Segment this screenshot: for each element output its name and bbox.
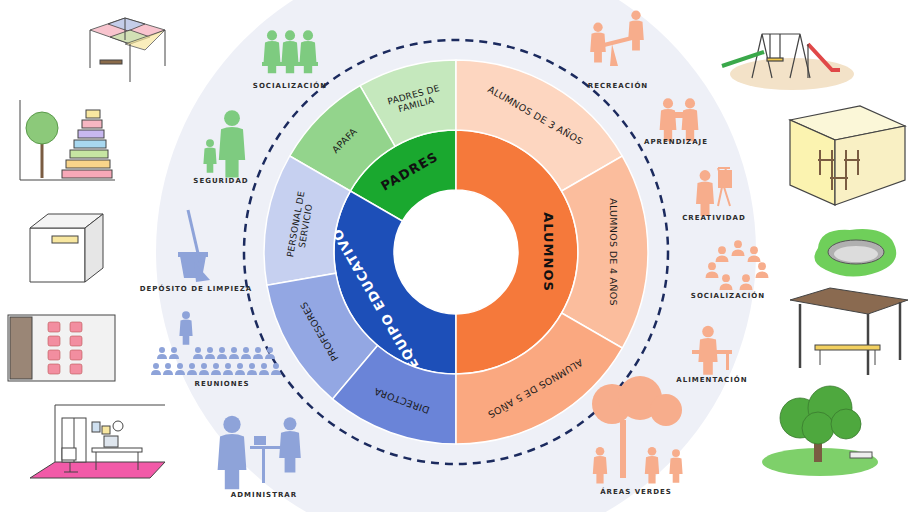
activity-label: REUNIONES bbox=[195, 380, 250, 388]
segment-fill bbox=[350, 130, 456, 221]
activity-label: APRENDIZAJE bbox=[644, 138, 708, 146]
segment-label: EQUIPO EDUCATIVO bbox=[330, 225, 423, 371]
segment-fill bbox=[264, 156, 350, 285]
segment-fill bbox=[333, 345, 456, 444]
segment-text-holder: PADRES bbox=[379, 150, 441, 195]
segment-label: ALUMNOS DE 5 AÑOS bbox=[485, 356, 584, 419]
segment-text-holder: ALUMNOS DE 4 AÑOS bbox=[608, 198, 619, 306]
segment-text-holder: PERSONAL DE SERVICIO bbox=[284, 182, 319, 268]
segment-text-holder: DIRECTORA bbox=[373, 384, 431, 414]
segment-label: DIRECTORA bbox=[373, 384, 431, 414]
segment-fill bbox=[456, 60, 622, 191]
segment-label: PROFESORES bbox=[299, 299, 342, 362]
segment-fill bbox=[334, 191, 456, 374]
activity-label: SOCIALIZACIÓN bbox=[691, 292, 765, 300]
segment-text-holder: ALUMNOS DE 3 AÑOS bbox=[485, 84, 584, 147]
segment-fill bbox=[456, 130, 578, 374]
segment-text-holder: EQUIPO EDUCATIVO bbox=[330, 225, 423, 371]
segment-fill bbox=[456, 313, 622, 444]
segment-label: PADRES DE FAMILIA bbox=[381, 82, 450, 119]
segment-label: ALUMNOS DE 4 AÑOS bbox=[608, 198, 619, 306]
segment-text-holder: PROFESORES bbox=[299, 299, 342, 362]
activity-label: CREATIVIDAD bbox=[682, 214, 746, 222]
activity-label: DEPÓSITO DE LIMPIEZA bbox=[140, 285, 253, 293]
activity-label: SOCIALIZACIÓN bbox=[253, 82, 327, 90]
segment-fill bbox=[360, 60, 456, 146]
segment-text-holder: PADRES DE FAMILIA bbox=[381, 82, 450, 119]
segment-label: PADRES bbox=[379, 150, 441, 195]
activity-label: SEGURIDAD bbox=[193, 177, 248, 185]
activity-label: ÁREAS VERDES bbox=[600, 488, 672, 496]
segment-label: ALUMNOS bbox=[541, 212, 556, 292]
segment-fill bbox=[562, 156, 648, 348]
segment-fill bbox=[290, 86, 395, 191]
segment-text-holder: APAFA bbox=[330, 126, 359, 155]
segment-label: PERSONAL DE SERVICIO bbox=[284, 182, 319, 268]
activity-label: ADMINISTRAR bbox=[231, 491, 297, 499]
segment-fill bbox=[267, 273, 378, 399]
activity-label: ALIMENTACIÓN bbox=[676, 376, 747, 384]
segment-label: APAFA bbox=[330, 126, 359, 155]
segment-text-holder: ALUMNOS DE 5 AÑOS bbox=[485, 356, 584, 419]
activity-label: RECREACIÓN bbox=[588, 82, 648, 90]
segment-text-holder: ALUMNOS bbox=[541, 212, 556, 292]
segment-label: ALUMNOS DE 3 AÑOS bbox=[485, 84, 584, 147]
